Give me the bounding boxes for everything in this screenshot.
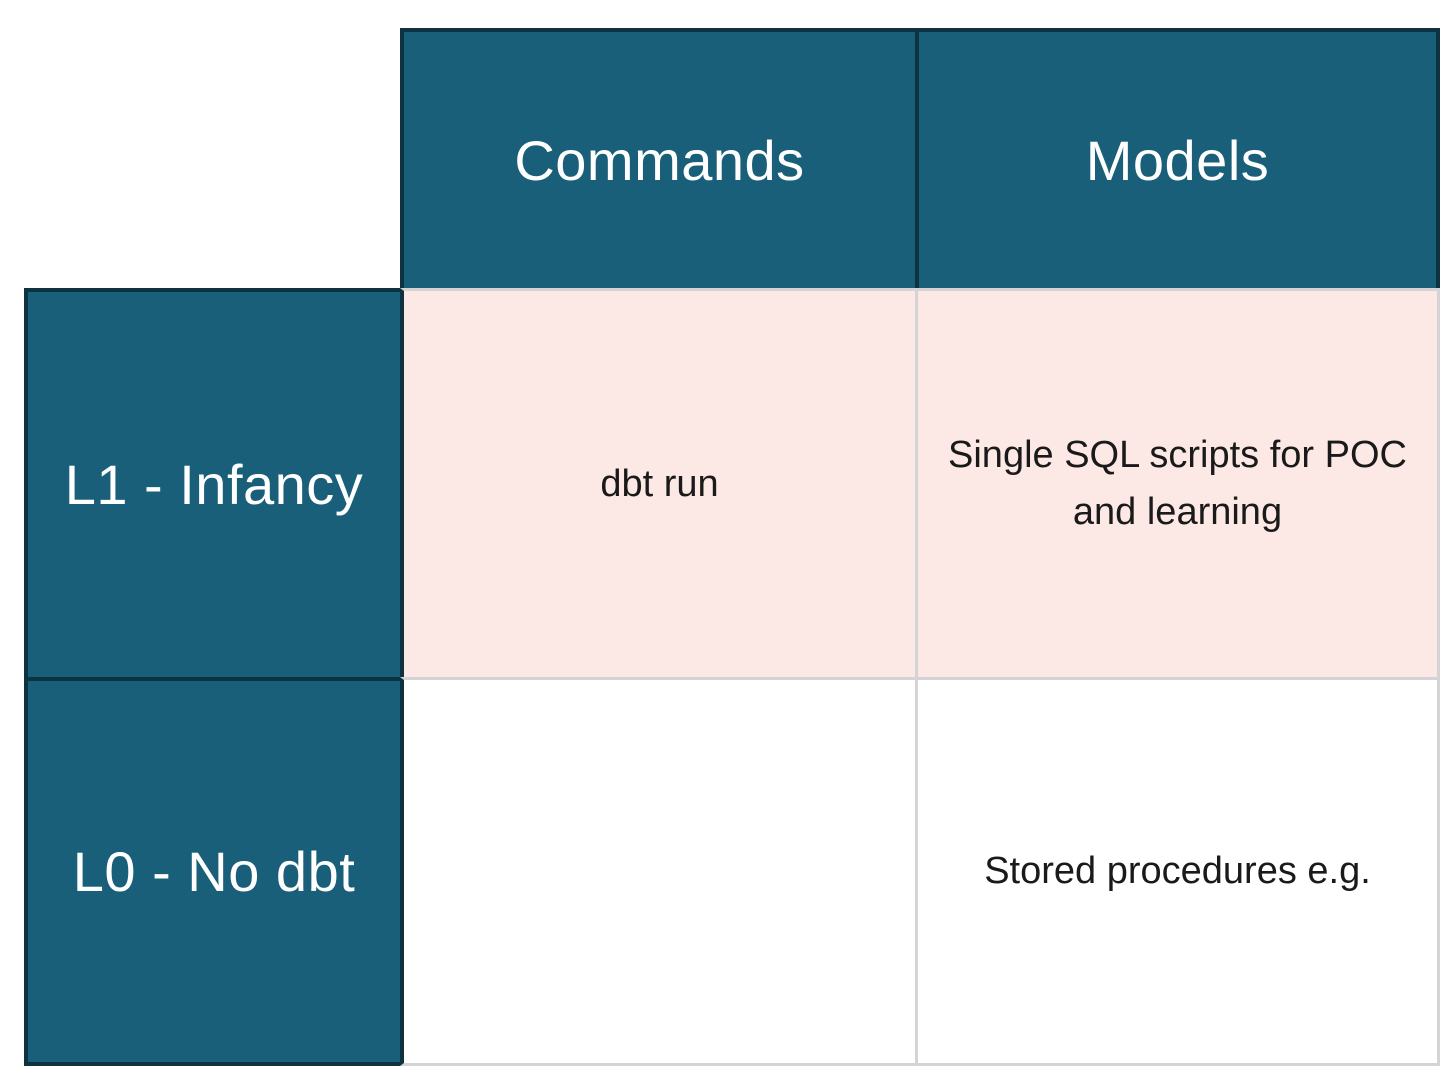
cell-l1-commands: dbt run [400, 288, 915, 677]
column-header-commands: Commands [400, 28, 915, 288]
row-header-l0-no-dbt: L0 - No dbt [24, 677, 400, 1066]
maturity-table: Commands Models L1 - Infancy dbt run Sin… [24, 28, 1440, 1066]
row-header-l1-infancy: L1 - Infancy [24, 288, 400, 677]
corner-spacer [24, 28, 400, 288]
cell-l0-commands [400, 677, 915, 1066]
cell-l0-models: Stored procedures e.g. [915, 677, 1440, 1066]
cell-l1-models: Single SQL scripts for POC and learning [915, 288, 1440, 677]
column-header-models: Models [915, 28, 1440, 288]
